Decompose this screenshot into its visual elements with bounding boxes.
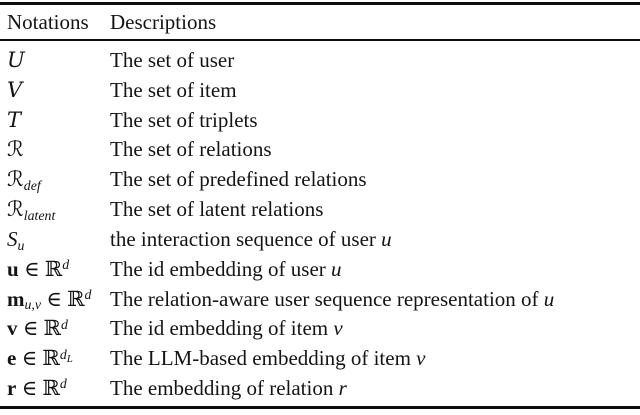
description-variable: u (375, 226, 392, 251)
notation-cell: ℛdef (0, 165, 110, 197)
math-token-cal: U (7, 48, 25, 72)
description-text: The id embedding of item (110, 316, 329, 341)
description-text: The relation-aware user sequence represe… (110, 286, 539, 311)
math-token-sup: d (59, 376, 67, 392)
table-row: mu,v ∈ ℝd The relation-aware user sequen… (0, 285, 640, 315)
notation-cell: Su (0, 225, 110, 257)
math-token-rm: ∈ (18, 256, 45, 281)
math-token-bb: ℝ (42, 376, 60, 401)
math-token-bb: ℝ (42, 346, 60, 371)
description-text: The set of triplets (110, 107, 258, 132)
math-token-bf: m (7, 286, 25, 311)
description-text: The set of user (110, 48, 235, 72)
description-text: The LLM-based embedding of item (110, 346, 411, 371)
description-cell: The id embedding of user u (110, 255, 640, 285)
notation-cell: V (0, 76, 110, 106)
math-token-sup: d (61, 316, 68, 332)
table-bottom-rule (0, 406, 640, 409)
math-token-bf: u (7, 256, 19, 281)
math-token-bf: r (7, 376, 17, 401)
description-text: The set of predefined relations (110, 167, 367, 192)
description-variable: u (538, 286, 555, 311)
notation-cell: ℛlatent (0, 195, 110, 227)
table-row: e ∈ ℝdL The LLM-based embedding of item … (0, 344, 640, 374)
description-text: The set of latent relations (110, 197, 324, 222)
math-token-sub: latent (23, 207, 56, 223)
notation-cell: mu,v ∈ ℝd (0, 285, 110, 317)
description-cell: the interaction sequence of user u (110, 225, 640, 255)
notation-cell: ℛ (0, 135, 110, 165)
description-cell: The id embedding of item v (110, 314, 640, 344)
description-cell: The LLM-based embedding of item v (110, 344, 640, 374)
table-header-row: Notations Descriptions (0, 5, 640, 39)
description-variable: u (325, 256, 342, 281)
notation-cell: T (0, 106, 110, 136)
math-token-bb: ℝ (44, 256, 63, 281)
description-variable: r (333, 376, 347, 401)
table-row: ℛdef The set of predefined relations (0, 165, 640, 195)
table-header-rule (0, 39, 640, 41)
math-token-sub: def (23, 178, 41, 194)
description-variable: v (410, 346, 426, 371)
table-row: Su the interaction sequence of user u (0, 225, 640, 255)
table-row: T The set of triplets (0, 106, 640, 136)
math-token-bf: v (7, 316, 18, 341)
description-cell: The set of item (110, 76, 640, 106)
math-token-sub: u (17, 237, 25, 253)
math-token-sup: d (59, 346, 67, 362)
description-cell: The embedding of relation r (110, 374, 640, 404)
table-row: ℛlatent The set of latent relations (0, 195, 640, 225)
math-token-bf: e (7, 346, 17, 371)
math-token-rm: ∈ (41, 286, 68, 311)
table-top-rule (0, 2, 640, 5)
table-row: u ∈ ℝd The id embedding of user u (0, 255, 640, 285)
notation-cell: U (0, 46, 110, 76)
description-text: The embedding of relation (110, 376, 334, 401)
notation-cell: r ∈ ℝd (0, 374, 110, 406)
math-token-letterlike: ℛ (7, 167, 24, 192)
table-row: ℛ The set of relations (0, 135, 640, 165)
description-cell: The set of latent relations (110, 195, 640, 225)
description-cell: The set of predefined relations (110, 165, 640, 195)
description-variable: v (328, 316, 343, 341)
table-row: U The set of user (0, 46, 640, 76)
math-token-letterlike: ℛ (7, 197, 24, 222)
math-token-cal: V (7, 77, 23, 102)
table-body: U The set of user V The set of item T Th… (0, 46, 640, 404)
notation-cell: u ∈ ℝd (0, 255, 110, 287)
notation-cell: v ∈ ℝd (0, 314, 110, 346)
table-row: v ∈ ℝd The id embedding of item v (0, 314, 640, 344)
math-token-bb: ℝ (43, 316, 61, 341)
math-token-rm: ∈ (16, 376, 43, 401)
notation-cell: e ∈ ℝdL (0, 344, 110, 378)
math-token-sup: d (84, 286, 92, 302)
math-token-letterlike: ℛ (7, 137, 24, 162)
description-cell: The set of triplets (110, 106, 640, 136)
math-token-rm: ∈ (16, 346, 43, 371)
table-row: r ∈ ℝd The embedding of relation r (0, 374, 640, 404)
description-text: the interaction sequence of user (110, 226, 376, 251)
description-text: The set of relations (110, 137, 272, 162)
column-header-notations: Notations (7, 10, 89, 34)
math-token-it: S (7, 226, 18, 251)
table-row: V The set of item (0, 76, 640, 106)
description-text: The set of item (110, 77, 237, 102)
math-token-supsub: L (66, 353, 73, 366)
math-token-cal: T (7, 107, 22, 132)
description-cell: The set of relations (110, 135, 640, 165)
math-token-bb: ℝ (67, 286, 85, 311)
math-token-rm: ∈ (17, 316, 44, 341)
description-cell: The set of user (110, 46, 640, 76)
column-header-descriptions: Descriptions (110, 10, 217, 34)
math-token-sub: u,v (24, 297, 42, 313)
description-text: The id embedding of user (110, 256, 326, 281)
description-cell: The relation-aware user sequence represe… (110, 285, 640, 315)
math-token-sup: d (62, 257, 70, 273)
